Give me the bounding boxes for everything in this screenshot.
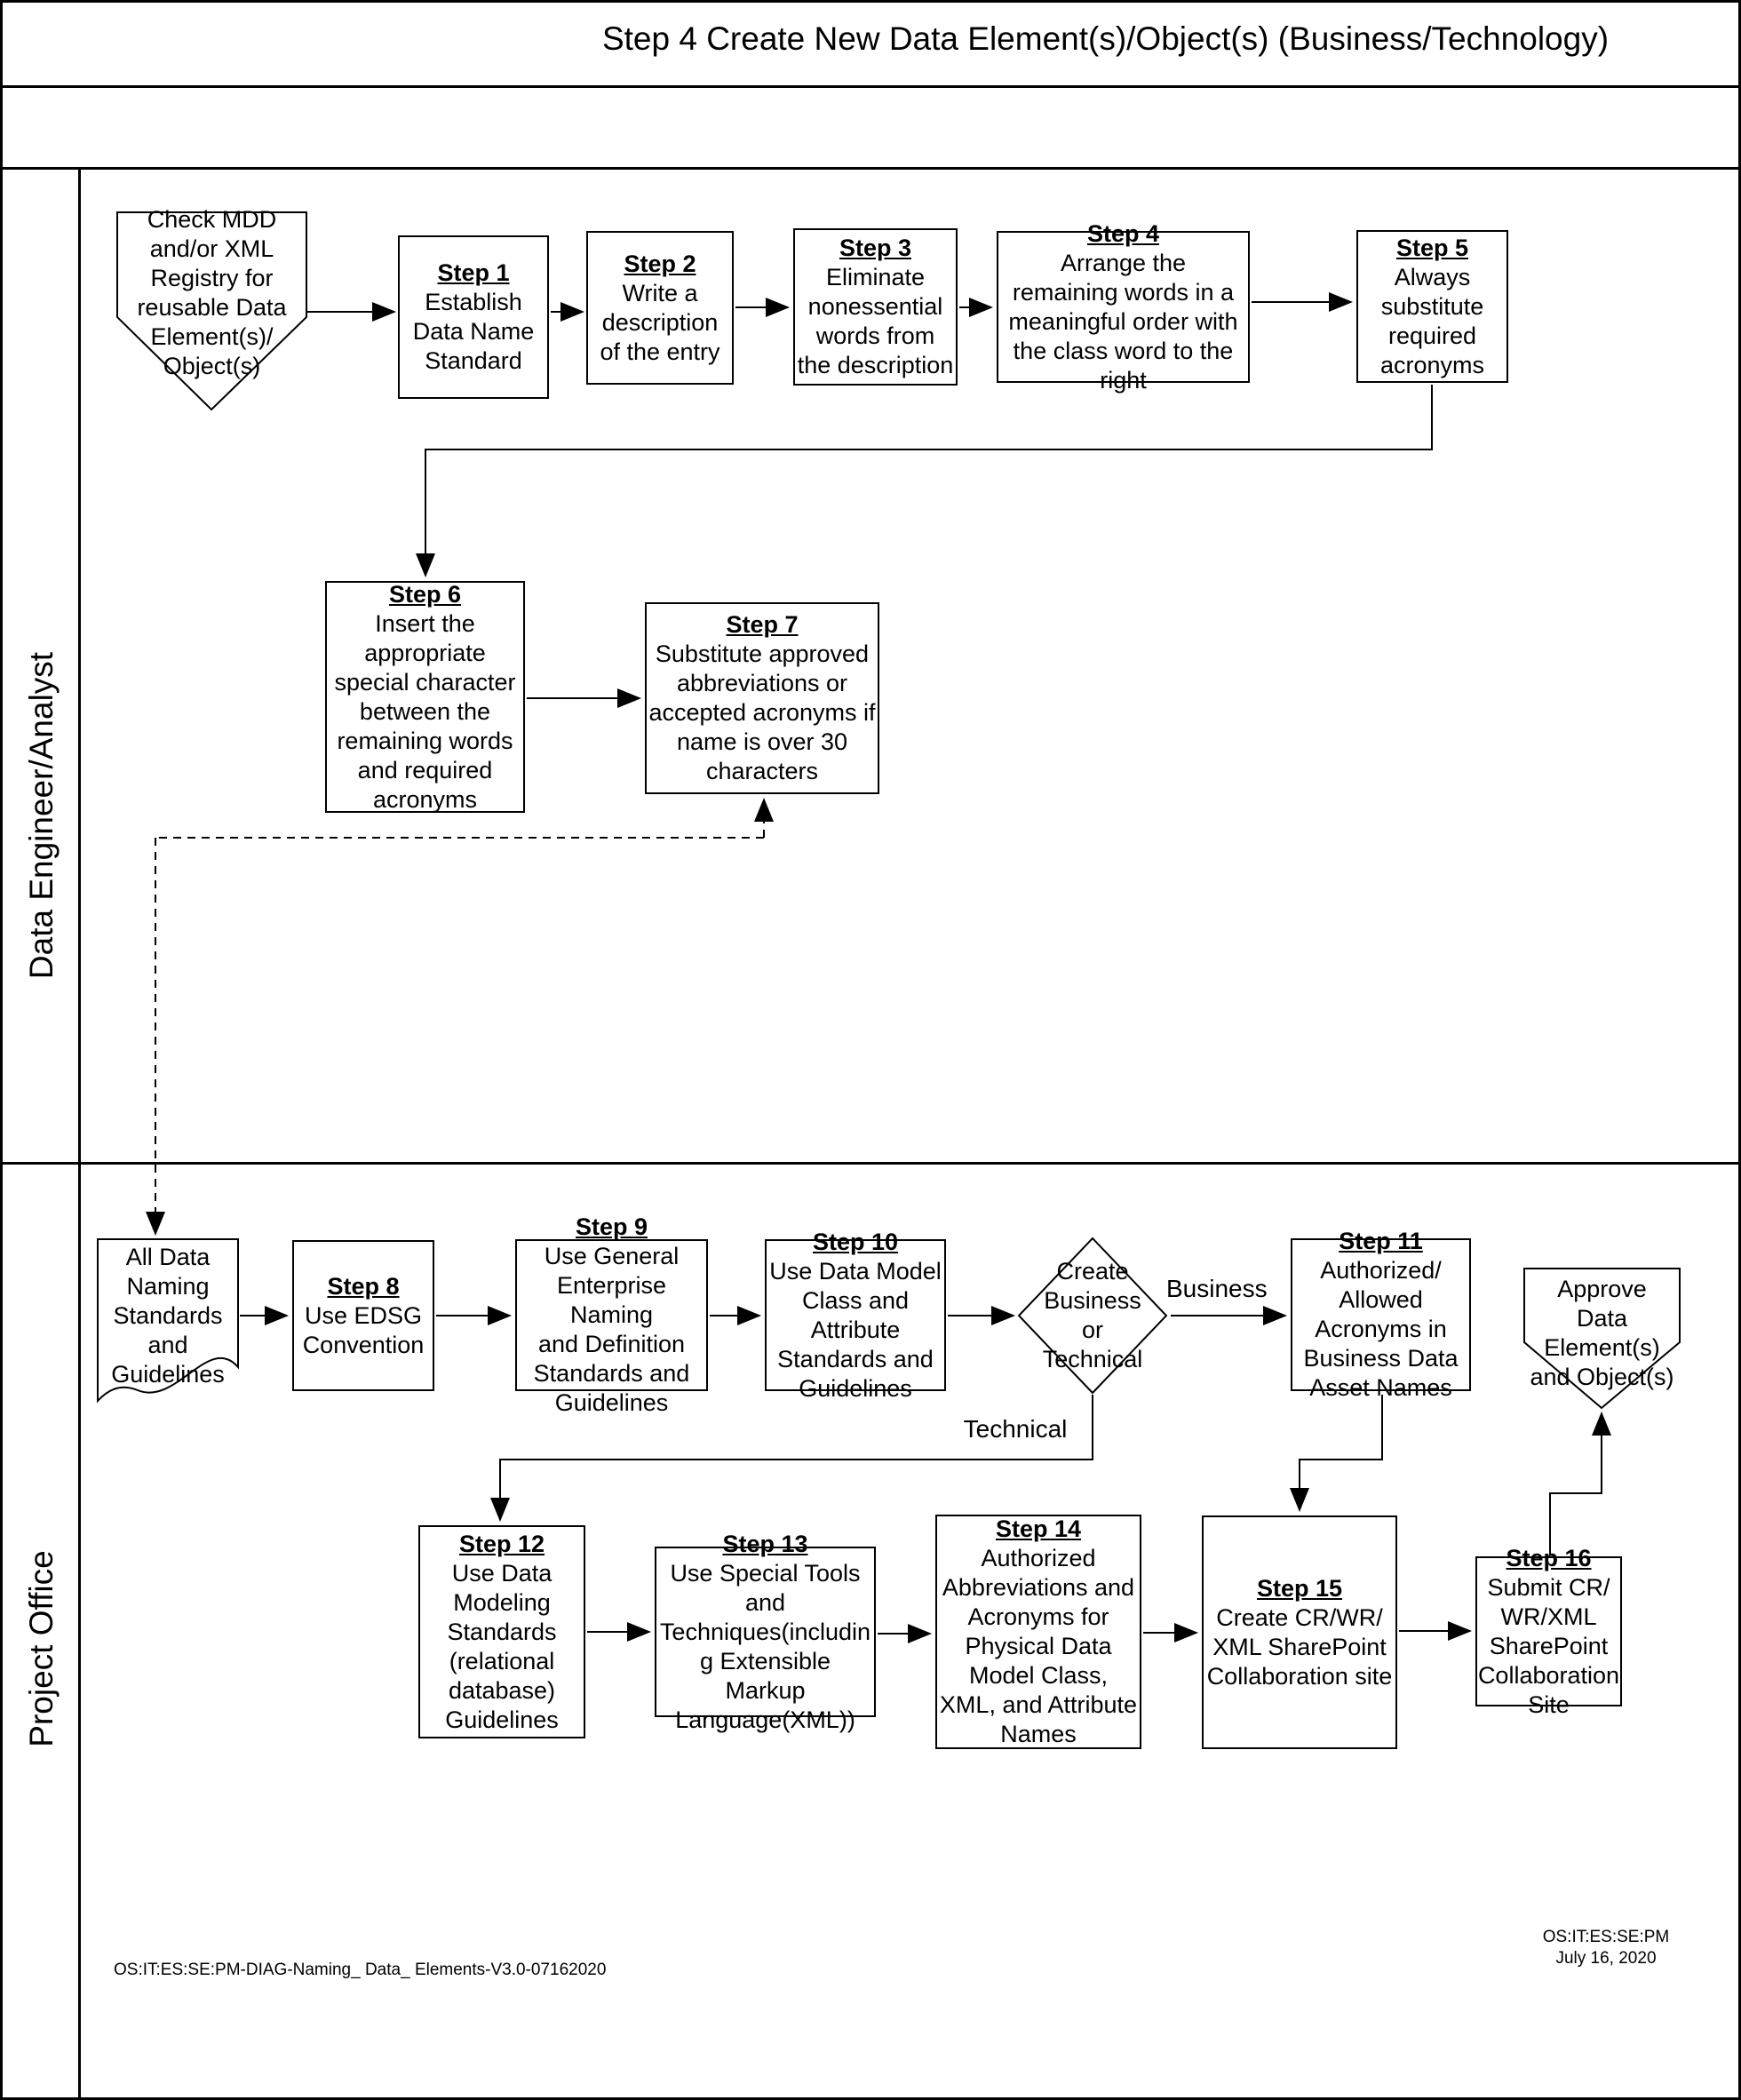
step-16-header: Step 16 — [1506, 1544, 1592, 1571]
step-7-box: Step 7 Substitute approved abbreviations… — [645, 602, 879, 794]
step-7-header: Step 7 — [726, 611, 799, 638]
check-mdd-text: Check MDD and/or XML Registry for reusab… — [137, 206, 287, 379]
lane-divider — [3, 1162, 1738, 1165]
step-11-header: Step 11 — [1339, 1228, 1423, 1254]
connector-step5-step6 — [416, 385, 1433, 577]
step-14-header: Step 14 — [995, 1515, 1082, 1542]
all-data-text: All Data Naming Standards and Guidelines — [111, 1244, 225, 1388]
check-mdd-pentagon-shape — [116, 211, 307, 411]
approve-text: Approve Data Element(s) and Object(s) — [1530, 1276, 1674, 1390]
step-13-header: Step 13 — [722, 1530, 808, 1557]
approve-pentagon-shape — [1523, 1268, 1681, 1410]
step-15-box: Step 15 Create CR/WR/ XML SharePoint Col… — [1202, 1515, 1397, 1749]
page-title: Step 4 Create New Data Element(s)/Object… — [601, 20, 1610, 57]
step-9-header: Step 9 — [575, 1213, 648, 1240]
lane-label-column-divider — [78, 167, 81, 2097]
check-mdd-pentagon: Check MDD and/or XML Registry for reusab… — [108, 205, 315, 410]
step-6-box: Step 6 Insert the appropriate special ch… — [325, 581, 525, 813]
step-4-text: Arrange the remaining words in a meaning… — [1008, 249, 1238, 394]
step-15-text: Create CR/WR/ XML SharePoint Collaborati… — [1206, 1603, 1393, 1690]
lane-label-data-engineer-analyst: Data Engineer/Analyst — [23, 651, 60, 980]
step-11-text: Authorized/ Allowed Acronyms in Business… — [1303, 1257, 1459, 1401]
step-7-text: Substitute approved abbreviations or acc… — [648, 640, 876, 784]
step-3-text: Eliminate nonessential words from the de… — [797, 264, 954, 378]
all-data-document-shape — [97, 1238, 239, 1404]
step-16-box: Step 16 Submit CR/ WR/XML SharePoint Col… — [1475, 1545, 1622, 1718]
step-9-text: Use General Enterprise Naming and Defini… — [533, 1243, 690, 1416]
connector-step16-approve — [1549, 1412, 1611, 1555]
edge-label-technical: Technical — [963, 1415, 1068, 1443]
footer-document-id: OS:IT:ES:SE:PM-DIAG-Naming_ Data_ Elemen… — [114, 1961, 607, 1979]
connector-decision-step12-technical — [490, 1395, 1093, 1522]
step-5-header: Step 5 — [1395, 234, 1469, 261]
step-14-text: Authorized Abbreviations and Acronyms fo… — [939, 1545, 1138, 1747]
step-1-box: Step 1 Establish Data Name Standard — [398, 235, 549, 399]
step-5-box: Step 5 Always substitute required acrony… — [1356, 230, 1508, 383]
step-9-box: Step 9 Use General Enterprise Naming and… — [515, 1213, 708, 1416]
edge-label-business: Business — [1166, 1275, 1268, 1302]
step-10-text: Use Data Model Class and Attribute Stand… — [769, 1257, 942, 1402]
step-10-header: Step 10 — [812, 1228, 899, 1255]
step-15-header: Step 15 — [1256, 1574, 1343, 1602]
step-14-box: Step 14 Authorized Abbreviations and Acr… — [935, 1515, 1141, 1749]
header-band-divider — [3, 167, 1738, 170]
step-8-header: Step 8 — [327, 1272, 400, 1300]
connector-layer — [97, 211, 1681, 1643]
title-band-divider — [3, 85, 1738, 88]
step-1-text: Establish Data Name Standard — [412, 289, 535, 374]
step-2-box: Step 2 Write a description of the entry — [586, 231, 734, 385]
decision-diamond: Create Business or Technical — [1019, 1257, 1166, 1374]
step-16-text: Submit CR/ WR/XML SharePoint Collaborati… — [1477, 1573, 1620, 1718]
step-6-text: Insert the appropriate special character… — [334, 609, 516, 813]
connector-step11-step15 — [1290, 1395, 1383, 1512]
step-2-text: Write a description of the entry — [600, 279, 720, 365]
step-8-text: Use EDSG Convention — [302, 1301, 425, 1358]
step-2-header: Step 2 — [624, 250, 696, 277]
step-8-box: Step 8 Use EDSG Convention — [292, 1240, 434, 1391]
all-data-document: All Data Naming Standards and Guidelines — [98, 1243, 238, 1394]
step-4-box: Step 4 Arrange the remaining words in a … — [997, 220, 1250, 394]
step-12-box: Step 12 Use Data Modeling Standards (rel… — [418, 1525, 585, 1738]
step-11-box: Step 11 Authorized/ Allowed Acronyms in … — [1291, 1228, 1471, 1401]
decision-text: Create Business or Technical — [1042, 1258, 1143, 1372]
decision-diamond-shape — [1017, 1237, 1168, 1395]
approve-pentagon: Approve Data Element(s) and Object(s) — [1520, 1275, 1684, 1399]
lane-label-project-office: Project Office — [23, 1550, 60, 1747]
step-13-text: Use Special Tools and Techniques(includi… — [659, 1559, 871, 1733]
step-6-header: Step 6 — [388, 580, 462, 608]
footer-org-date: OS:IT:ES:SE:PM July 16, 2020 — [1542, 1928, 1670, 1968]
step-12-text: Use Data Modeling Standards (relational … — [445, 1559, 559, 1733]
step-3-box: Step 3 Eliminate nonessential words from… — [793, 228, 958, 386]
step-10-box: Step 10 Use Data Model Class and Attribu… — [765, 1229, 946, 1402]
step-1-header: Step 1 — [437, 259, 510, 286]
step-4-header: Step 4 — [1086, 219, 1160, 247]
step-13-box: Step 13 Use Special Tools and Techniques… — [655, 1531, 876, 1733]
step-5-text: Always substitute required acronyms — [1379, 263, 1485, 378]
step-12-header: Step 12 — [458, 1530, 545, 1557]
step-3-header: Step 3 — [839, 235, 912, 261]
